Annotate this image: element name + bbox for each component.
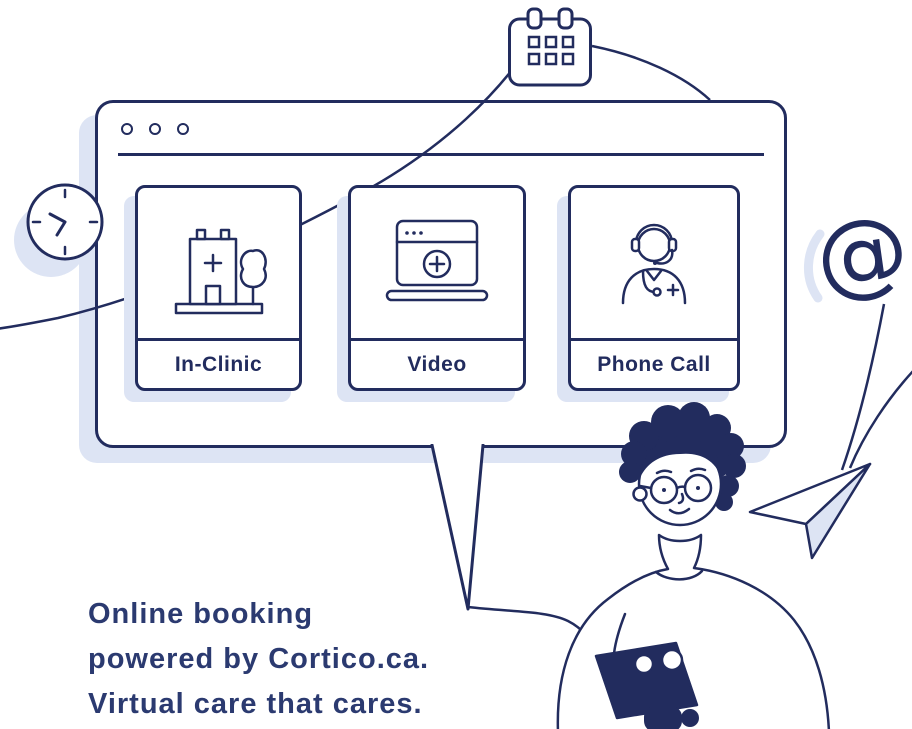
foot — [644, 706, 682, 729]
foot — [681, 709, 699, 727]
booking-option-label: Video — [351, 338, 523, 388]
clinic-building-icon — [138, 188, 299, 338]
hand — [633, 653, 655, 675]
eye — [662, 488, 666, 492]
video-laptop-icon — [351, 188, 523, 338]
face-details — [655, 467, 707, 515]
tagline-line-2: powered by Cortico.ca. — [88, 643, 430, 675]
booking-option-phone-call[interactable]: Phone Call — [568, 185, 740, 391]
booking-option-label: Phone Call — [571, 338, 737, 388]
hand — [660, 648, 684, 672]
clock-icon — [14, 183, 104, 277]
at-sign-icon: @ — [808, 194, 912, 313]
booking-option-in-clinic[interactable]: In-Clinic — [135, 185, 302, 391]
person-illustration — [556, 402, 831, 729]
hair-fringe — [640, 439, 722, 478]
phone-operator-icon — [571, 188, 737, 338]
window-control-dot — [177, 123, 189, 135]
glasses-icon — [638, 473, 713, 505]
window-toolbar-divider — [118, 153, 764, 156]
booking-option-video[interactable]: Video — [348, 185, 526, 391]
eye — [696, 486, 700, 490]
booking-option-label: In-Clinic — [138, 338, 299, 388]
tagline-line-3: Virtual care that cares. — [88, 688, 423, 720]
tagline: Online booking powered by Cortico.ca. Vi… — [88, 592, 429, 727]
window-control-dot — [121, 123, 133, 135]
speech-bubble-tail — [430, 444, 485, 611]
ear — [632, 486, 648, 502]
tagline-line-1: Online booking — [88, 598, 314, 630]
calendar-icon — [508, 7, 592, 87]
window-control-dot — [149, 123, 161, 135]
collar-line — [654, 569, 704, 581]
